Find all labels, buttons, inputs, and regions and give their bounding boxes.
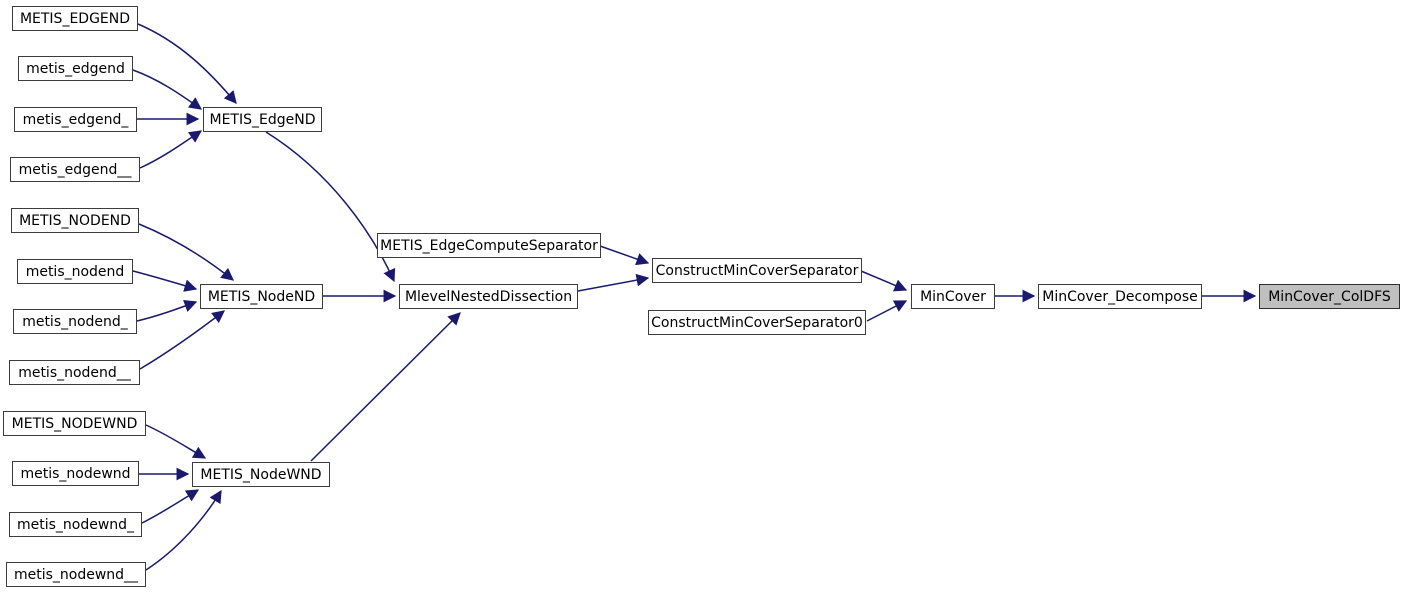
- node-ConstructMinCoverSeparator0[interactable]: ConstructMinCoverSeparator0: [648, 310, 866, 335]
- edge-metis_nodend_-to-METIS_NodeND: [136, 299, 198, 322]
- node-metis_edgend__[interactable]: metis_edgend__: [10, 157, 140, 182]
- node-metis_nodend[interactable]: metis_nodend: [17, 259, 133, 284]
- node-METIS_NodeWND[interactable]: METIS_NodeWND: [192, 462, 330, 487]
- node-metis_nodewnd[interactable]: metis_nodewnd: [12, 461, 139, 486]
- edge-metis_nodewnd_-to-METIS_NodeWND: [141, 489, 200, 524]
- node-metis_nodewnd__[interactable]: metis_nodewnd__: [6, 562, 146, 587]
- node-metis_nodewnd_[interactable]: metis_nodewnd_: [9, 512, 142, 537]
- edge-METIS_NODEWND-to-METIS_NodeWND: [145, 424, 207, 459]
- node-METIS_EDGEND[interactable]: METIS_EDGEND: [12, 6, 138, 31]
- edge-METIS_EdgeND-to-MlevelNestedDissection: [265, 131, 396, 283]
- edge-MlevelNestedDissection-to-ConstructMinCoverSeparator: [577, 273, 650, 292]
- node-MlevelNestedDissection[interactable]: MlevelNestedDissection: [399, 284, 578, 309]
- edge-METIS_EDGEND-to-METIS_EdgeND: [137, 23, 237, 104]
- node-MinCover_Decompose[interactable]: MinCover_Decompose: [1038, 284, 1202, 309]
- node-METIS_EdgeComputeSeparator[interactable]: METIS_EdgeComputeSeparator: [377, 233, 601, 258]
- edge-METIS_NODEND-to-METIS_NodeND: [138, 223, 234, 281]
- edge-ConstructMinCoverSeparator0-to-MinCover: [866, 300, 908, 322]
- edge-metis_edgend-to-METIS_EdgeND: [132, 69, 203, 110]
- node-metis_edgend[interactable]: metis_edgend: [18, 56, 133, 81]
- node-MinCover_ColDFS: MinCover_ColDFS: [1259, 284, 1400, 309]
- node-METIS_NODEND[interactable]: METIS_NODEND: [11, 208, 139, 233]
- edge-metis_nodewnd__-to-METIS_NodeWND: [145, 489, 222, 571]
- node-MinCover[interactable]: MinCover: [911, 284, 995, 309]
- node-metis_nodend__[interactable]: metis_nodend__: [9, 360, 140, 385]
- node-METIS_EdgeND[interactable]: METIS_EdgeND: [203, 107, 322, 132]
- node-ConstructMinCoverSeparator[interactable]: ConstructMinCoverSeparator: [652, 258, 862, 283]
- edge-metis_nodend__-to-METIS_NodeND: [139, 310, 226, 370]
- node-metis_edgend_[interactable]: metis_edgend_: [14, 107, 137, 132]
- edge-metis_nodend-to-METIS_NodeND: [132, 270, 198, 292]
- edge-METIS_EdgeComputeSeparator-to-ConstructMinCoverSeparator: [599, 245, 650, 266]
- node-metis_nodend_[interactable]: metis_nodend_: [13, 309, 137, 334]
- node-METIS_NODEWND[interactable]: METIS_NODEWND: [3, 411, 146, 436]
- node-METIS_NodeND[interactable]: METIS_NodeND: [200, 284, 323, 309]
- edge-metis_edgend__-to-METIS_EdgeND: [139, 130, 203, 169]
- edge-METIS_NodeWND-to-MlevelNestedDissection: [310, 312, 461, 462]
- edge-ConstructMinCoverSeparator-to-MinCover: [860, 270, 908, 292]
